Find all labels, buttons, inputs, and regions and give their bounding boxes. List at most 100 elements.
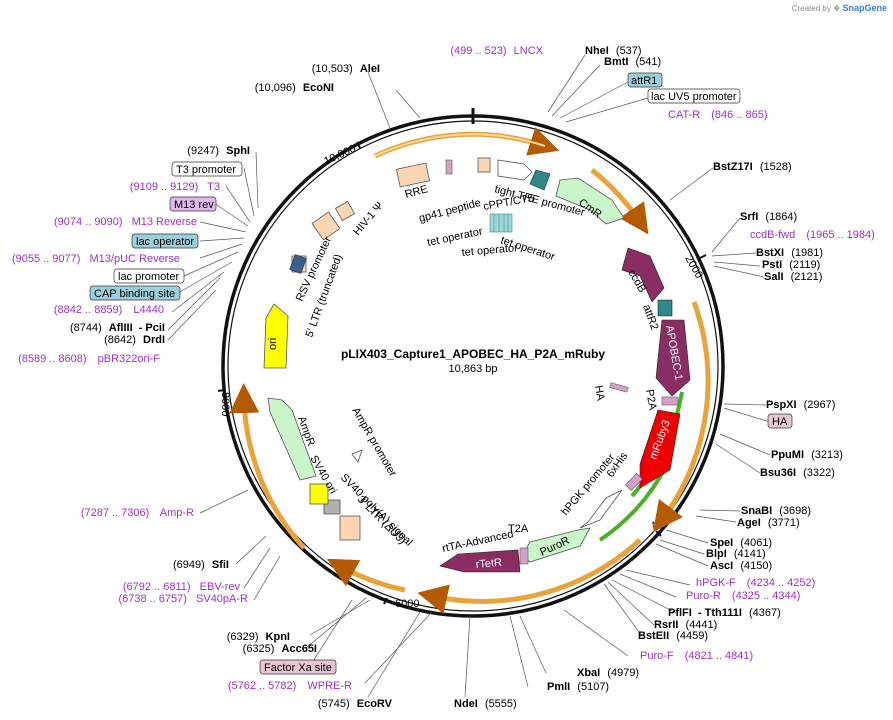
site-name: NdeI	[454, 698, 478, 710]
svg-text:(5762 .. 5782) WPRE-R: (5762 .. 5782) WPRE-R	[228, 680, 352, 692]
box-m13rev: M13 rev	[174, 199, 214, 211]
svg-text:BmtI (541): BmtI (541)	[604, 56, 661, 68]
svg-text:SpeI (4061): SpeI (4061)	[710, 537, 772, 549]
primer-range: (4325 .. 4344)	[732, 590, 801, 602]
primer-range: (499 .. 523)	[450, 45, 506, 57]
cppt-box	[477, 157, 491, 173]
ampr-promoter-arrow	[351, 449, 363, 463]
primer-name: SV40pA-R	[196, 593, 248, 605]
site-name: KpnI	[266, 631, 290, 643]
plasmid-length: 10,863 bp	[449, 363, 498, 375]
tick-6000: 6000	[383, 597, 419, 610]
tick-8000: 8000	[217, 389, 231, 416]
tick-label: 6000	[395, 598, 419, 610]
site-name: BstEII	[638, 630, 669, 642]
site-pos: (4150)	[740, 560, 772, 572]
site-name: PpuMI	[771, 449, 804, 461]
svg-text:Puro-F (4821 .. 4841): Puro-F (4821 .. 4841)	[640, 650, 753, 662]
box-lacpromoter: lac promoter	[118, 271, 179, 283]
feature-p2a: P2A	[643, 388, 659, 411]
site-name: SfiI	[212, 559, 229, 571]
credit-prefix: Created by	[791, 4, 831, 13]
box-ha: HA	[772, 416, 788, 428]
site-name: RsrII	[654, 619, 678, 631]
site-pos: (6325)	[243, 643, 275, 655]
svg-text:BstZ17I (1528): BstZ17I (1528)	[713, 161, 792, 173]
primer-name: M13 Reverse	[132, 216, 197, 228]
site-name: SrfI	[740, 211, 758, 223]
svg-text:AscI (4150): AscI (4150)	[710, 560, 772, 572]
site-pos: (6949)	[173, 559, 205, 571]
primer-name: ccdB-fwd	[750, 229, 795, 241]
leader-lines	[167, 54, 771, 698]
svg-text:(10,503) AleI: (10,503) AleI	[312, 63, 380, 75]
primer-name: WPRE-R	[307, 680, 352, 692]
site-name: - Tth111I	[698, 607, 742, 619]
t2a-box	[519, 547, 529, 565]
svg-text:(6325) Acc65I: (6325) Acc65I	[243, 643, 317, 655]
tick-label: 10,000	[322, 143, 358, 168]
site-name: SnaBI	[741, 505, 772, 517]
svg-text:(8642) DrdI: (8642) DrdI	[104, 334, 165, 346]
site-pos: (8744)	[70, 322, 102, 334]
site-name: BstXI	[756, 247, 784, 259]
site-name: BstZ17I	[713, 161, 753, 173]
site-pos: (1864)	[765, 211, 797, 223]
rtetr-arrow	[439, 549, 521, 573]
site-name: AscI	[710, 560, 733, 572]
site-name: DrdI	[143, 334, 165, 346]
site-pos: (8642)	[104, 334, 136, 346]
site-pos: (6329)	[227, 631, 259, 643]
site-name: PstI	[762, 259, 782, 271]
mruby-arrow	[639, 409, 681, 489]
primer-name: Puro-F	[640, 650, 674, 662]
orf-arcs	[229, 127, 711, 614]
primer-range: (1965 .. 1984)	[806, 229, 875, 241]
svg-text:PpuMI (3213): PpuMI (3213)	[771, 449, 843, 461]
site-name: PflFI	[668, 607, 692, 619]
svg-text:(9109 .. 9129) T3: (9109 .. 9129) T3	[130, 181, 220, 193]
primer-range: (9074 .. 9090)	[54, 216, 123, 228]
box-factorxa: Factor Xa site	[264, 662, 332, 674]
snapgene-logo-icon: ❖	[833, 4, 841, 13]
primer-range: (4821 .. 4841)	[685, 650, 754, 662]
site-name: SphI	[226, 145, 250, 157]
box-cap: CAP binding site	[94, 288, 175, 300]
plasmid-name: pLIX403_Capture1_APOBEC_HA_P2A_mRuby	[341, 347, 605, 361]
enzyme-labels-left: (5745) EcoRV (6325) Acc65I (6329) KpnI (…	[70, 63, 393, 710]
site-pos: (3698)	[779, 505, 811, 517]
apobec-arrow	[655, 319, 691, 397]
svg-text:(5745) EcoRV: (5745) EcoRV	[318, 698, 393, 710]
svg-text:(7287 .. 7306) Amp-R: (7287 .. 7306) Amp-R	[81, 507, 194, 519]
site-name: - PciI	[139, 322, 165, 334]
primer-range: (6792 .. 6811)	[123, 581, 191, 593]
feature-ha: HA	[592, 384, 607, 402]
primer-range: (9109 .. 9129)	[130, 181, 199, 193]
site-name: AflIII	[109, 322, 133, 334]
svg-text:(10,096) EcoNI: (10,096) EcoNI	[255, 82, 334, 94]
primer-name: hPGK-F	[696, 577, 736, 589]
feature-tetop3: tet operator	[461, 242, 518, 259]
ltr3-box	[339, 515, 361, 541]
ori-arrow	[263, 303, 289, 369]
site-name: EcoRV	[357, 698, 393, 710]
feature-gp41: gp41 peptide	[418, 197, 483, 225]
primer-name: LNCX	[514, 45, 544, 57]
hiv-box	[334, 200, 356, 222]
cmr-arrow	[555, 177, 625, 225]
site-pos: (3771)	[768, 517, 800, 529]
feature-rre: RRE	[404, 183, 430, 201]
primer-range: (6738 .. 6757)	[118, 593, 187, 605]
site-name: XbaI	[577, 667, 600, 679]
primer-name: CAT-R	[668, 109, 700, 121]
svg-text:SrfI (1864): SrfI (1864)	[740, 211, 797, 223]
primer-name: Puro-R	[686, 590, 721, 602]
svg-text:(9055 .. 9077) M13/pUC Reverse: (9055 .. 9077) M13/pUC Reverse	[12, 253, 180, 265]
box-lacoperator: lac operator	[136, 236, 194, 248]
enzyme-labels: NheI (537) BmtI (541) BstZ17I (1528) Srf…	[454, 45, 843, 710]
site-pos: (3322)	[803, 467, 835, 479]
site-name: NheI	[585, 45, 609, 57]
feature-amprpromoter: AmpR promoter	[349, 406, 398, 480]
box-t3promoter: T3 promoter	[176, 164, 236, 176]
svg-text:Puro-R (4325 .. 4344): Puro-R (4325 .. 4344)	[686, 590, 800, 602]
